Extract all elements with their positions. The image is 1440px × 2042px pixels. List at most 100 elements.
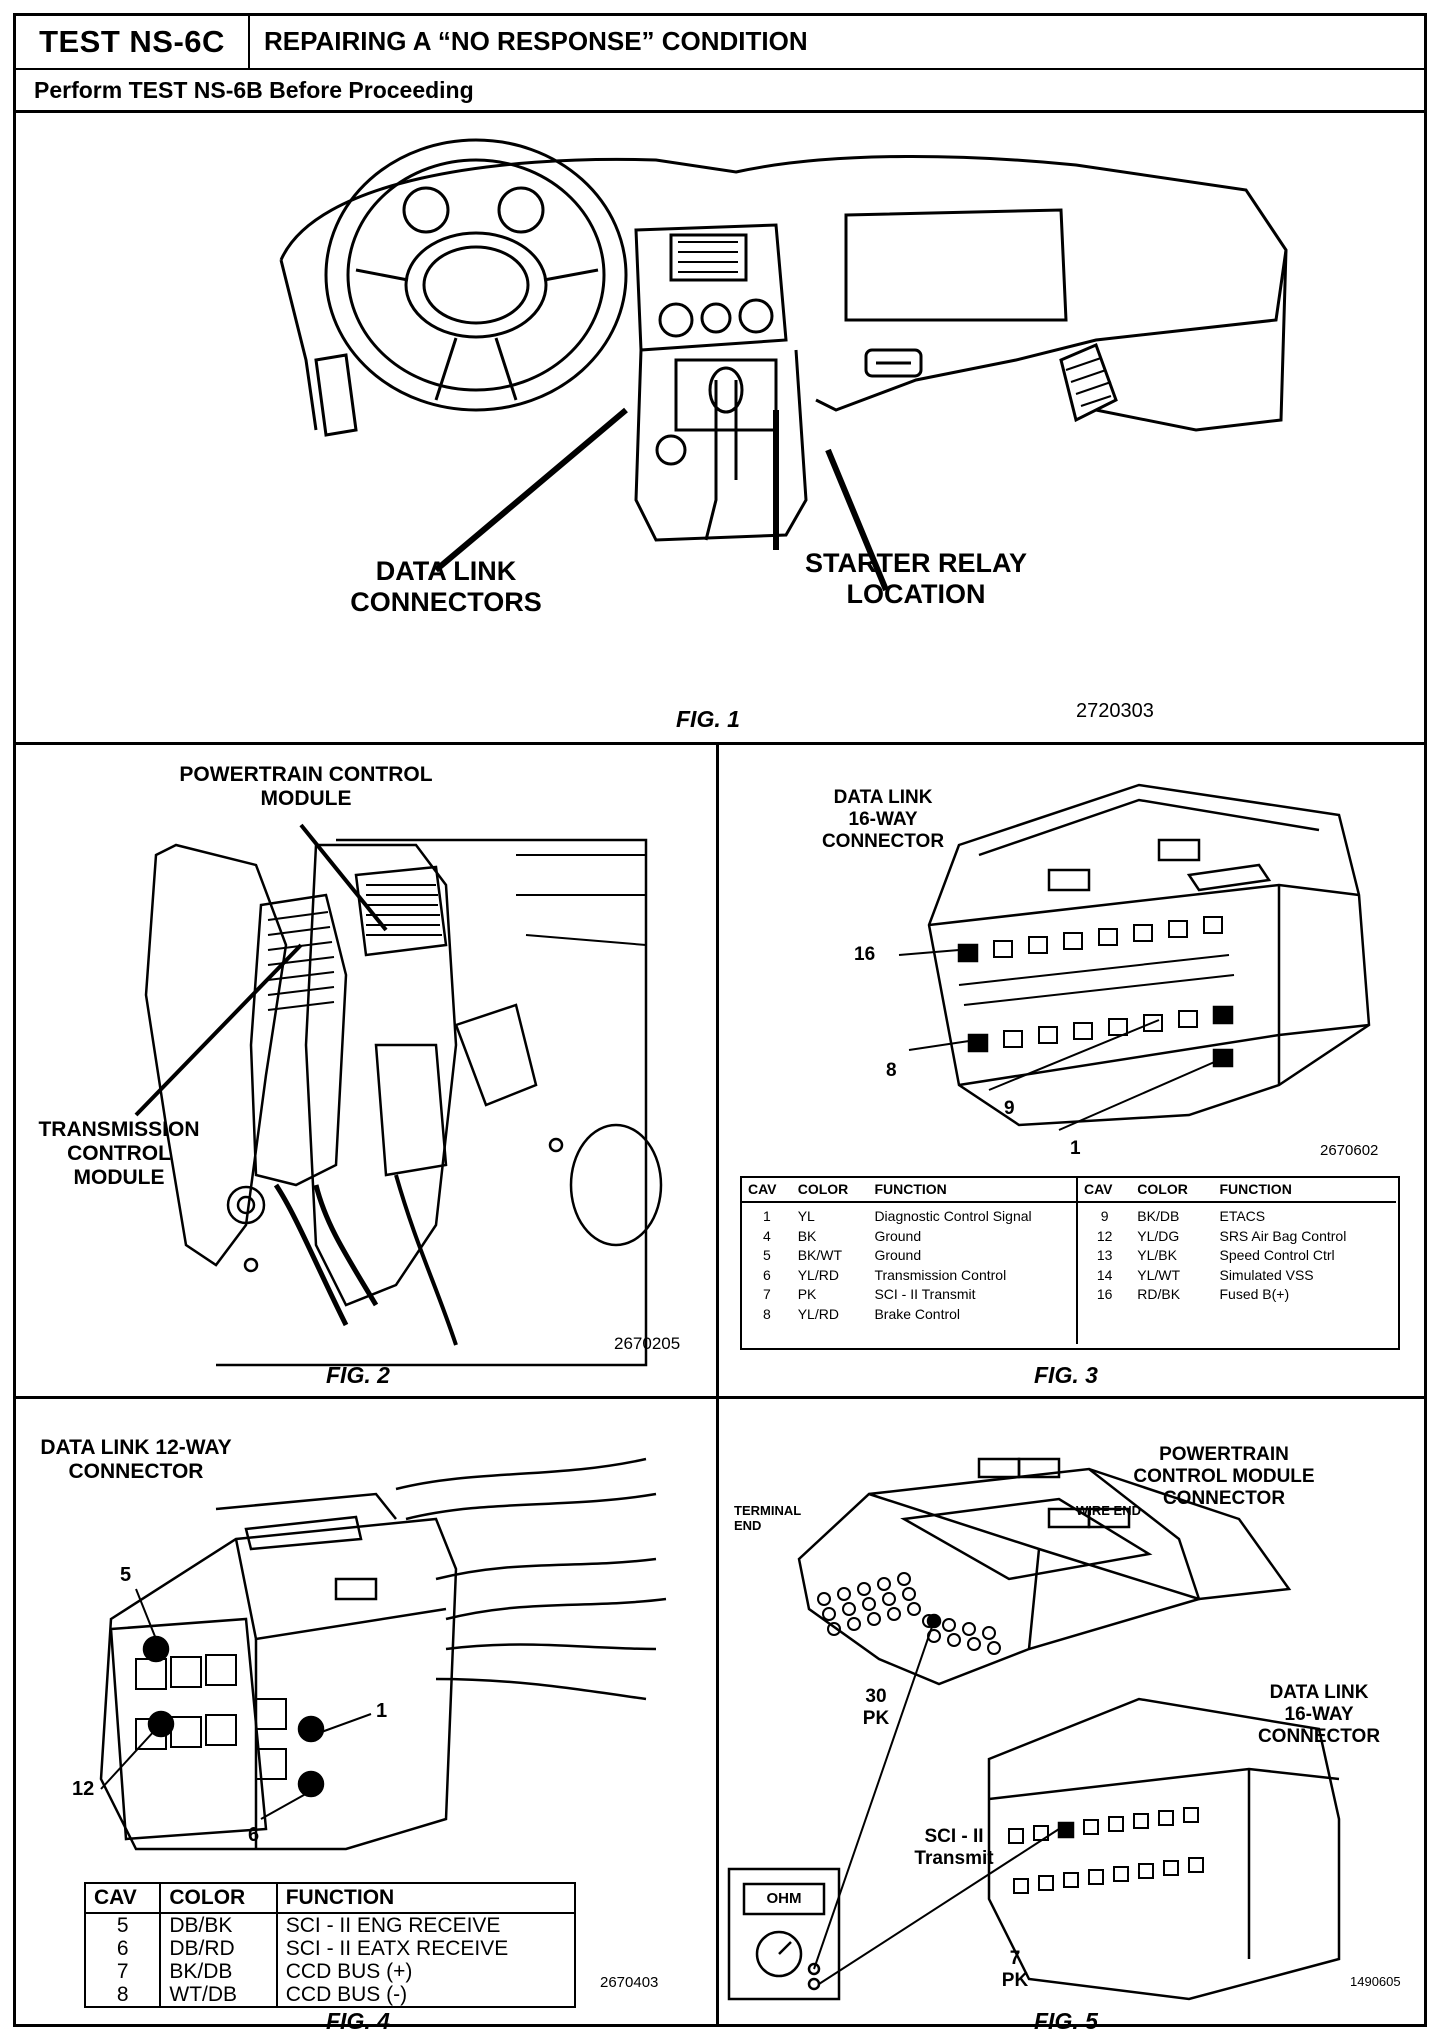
cell-color: RD/BK — [1137, 1286, 1181, 1302]
label-line: END — [734, 1517, 762, 1533]
callout-line: STARTER RELAY — [804, 548, 1028, 578]
cell-function: CCD BUS (+) — [285, 1960, 413, 1984]
title-line: CONNECTOR — [821, 830, 945, 852]
label-line: SCI - II — [924, 1826, 984, 1847]
cell-cav: 13 — [1096, 1247, 1113, 1263]
fig4-pin-1: 1 — [376, 1700, 388, 1722]
fig4-pin-6: 6 — [248, 1824, 260, 1846]
cell-function: SRS Air Bag Control — [1219, 1227, 1347, 1244]
col-header: COLOR — [160, 1883, 278, 1914]
divider-vertical — [716, 742, 719, 2024]
fig3-table-right: CAV COLOR FUNCTION 9 BK/DB ETACS 12 YL/DG SR… — [1078, 1178, 1396, 1305]
dlc-16way-drawing — [898, 783, 1371, 1131]
cell-cav: 14 — [1096, 1266, 1113, 1283]
table-header-row: CAV COLOR FUNCTION — [85, 1883, 575, 1914]
fig1-part-code: 2720303 — [1076, 700, 1154, 722]
cell-color: PK — [797, 1286, 817, 1302]
fig2-callout-tcm: TRANSMISSION CONTROL MODULE — [24, 1118, 214, 1190]
cell-function: Diagnostic Control Signal — [874, 1208, 1032, 1224]
header-bar: TEST NS-6C REPAIRING A “NO RESPONSE” CON… — [16, 16, 1424, 70]
cell-color: BK/DB — [160, 1960, 278, 1984]
col-header: COLOR — [791, 1178, 869, 1203]
cell-cav: 9 — [1100, 1208, 1109, 1224]
cell-color: BK — [797, 1227, 817, 1244]
table-row: 9 BK/DB ETACS — [1078, 1207, 1396, 1227]
cell-function: ETACS — [1219, 1208, 1266, 1224]
cell-cav: 6 — [762, 1266, 771, 1283]
table-header-row: CAV COLOR FUNCTION — [1078, 1178, 1396, 1203]
fig1-callout-starter-relay: STARTER RELAY LOCATION — [786, 548, 1046, 610]
fig5-sci-label: SCI - II Transmit — [894, 1826, 1014, 1870]
fig2-callout-pcm: POWERTRAIN CONTROL MODULE — [146, 763, 466, 811]
fig2-caption: FIG. 2 — [326, 1362, 390, 1388]
cell-function: Fused B(+) — [1219, 1286, 1290, 1302]
fig1-callout-data-link: DATA LINK CONNECTORS — [316, 556, 576, 618]
subheader-text: Perform TEST NS-6B Before Proceeding — [34, 77, 474, 103]
cell-color: YL/BK — [1137, 1247, 1177, 1263]
fig5-part-code: 1490605 — [1350, 1974, 1401, 1989]
col-header: CAV — [85, 1883, 162, 1914]
callout-line: MODULE — [73, 1166, 165, 1190]
title-line: POWERTRAIN — [1159, 1444, 1289, 1465]
label-line: 30 — [865, 1686, 887, 1707]
pcm-dlc-drawing — [727, 1457, 1341, 2001]
cell-cav: 12 — [1096, 1227, 1113, 1244]
page-title: REPAIRING A “NO RESPONSE” CONDITION — [264, 26, 808, 56]
fig3-pin-1: 1 — [1070, 1138, 1081, 1159]
cell-cav: 8 — [85, 1983, 162, 2008]
cell-function: SCI - II Transmit — [874, 1286, 976, 1302]
callout-line: TRANSMISSION — [38, 1118, 200, 1141]
cell-color: YL/RD — [797, 1305, 839, 1322]
callout-line: POWERTRAIN CONTROL — [179, 763, 433, 786]
cell-function: Simulated VSS — [1219, 1266, 1314, 1283]
cell-cav: 8 — [762, 1305, 771, 1322]
fig5-pin-30: 30 PK — [856, 1686, 896, 1730]
title-line: DATA LINK 12-WAY — [40, 1436, 232, 1459]
label-line: Transmit — [914, 1847, 994, 1869]
fig4-caption: FIG. 4 — [326, 2008, 390, 2034]
cell-color: YL/DG — [1137, 1227, 1180, 1244]
title-line: CONNECTOR — [68, 1460, 204, 1484]
col-header: COLOR — [1131, 1178, 1214, 1203]
cell-cav: 4 — [762, 1227, 771, 1244]
cell-cav: 5 — [762, 1247, 771, 1263]
table-divider — [1076, 1178, 1078, 1344]
col-header: CAV — [742, 1178, 792, 1203]
col-header: FUNCTION — [1213, 1178, 1396, 1203]
title-line: CONNECTOR — [1162, 1487, 1286, 1509]
fig3-pin-9: 9 — [1004, 1098, 1015, 1119]
pcm-tcm-drawing — [134, 823, 663, 1367]
divider-fig2-3 — [16, 1396, 1424, 1399]
cell-cav: 6 — [85, 1937, 162, 1961]
cell-cav: 7 — [85, 1960, 162, 1984]
test-id: TEST NS-6C — [16, 16, 250, 68]
fig3-title: DATA LINK 16-WAY CONNECTOR — [798, 787, 968, 853]
callout-line: DATA LINK — [375, 556, 517, 586]
fig3-pin-16: 16 — [854, 944, 876, 965]
cell-color: BK/WT — [797, 1247, 843, 1263]
cell-function: Speed Control Ctrl — [1219, 1247, 1335, 1263]
callout-line: CONTROL — [67, 1142, 171, 1166]
fig5-terminal-end: TERMINAL END — [734, 1503, 824, 1534]
title-line: DATA LINK — [833, 787, 933, 808]
fig5-pin-7: 7 PK — [1000, 1948, 1030, 1992]
fig3-pin-8: 8 — [886, 1060, 897, 1081]
col-header: CAV — [1078, 1178, 1132, 1203]
table-row: 12 YL/DG SRS Air Bag Control — [1078, 1227, 1396, 1247]
callout-line: MODULE — [260, 787, 352, 811]
callout-line: CONNECTORS — [350, 587, 542, 618]
cell-function: Ground — [874, 1227, 922, 1244]
cell-color: BK/DB — [1137, 1208, 1180, 1224]
